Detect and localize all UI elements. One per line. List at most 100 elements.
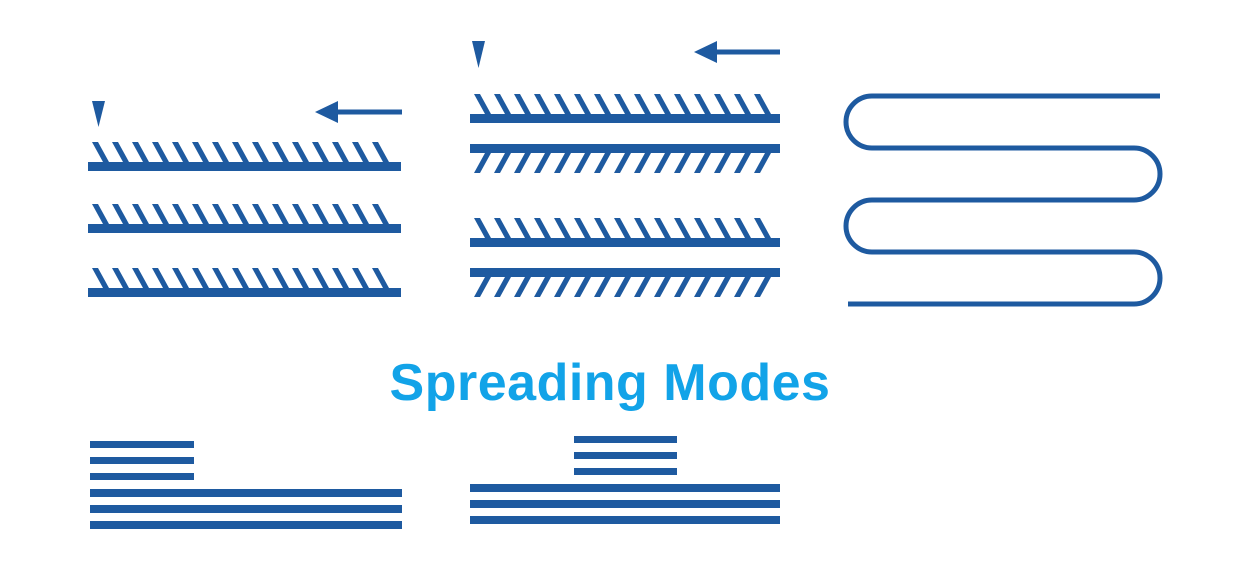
hatch-mark <box>694 218 711 238</box>
ply-base-bar <box>88 288 401 297</box>
hatch-mark <box>332 268 349 288</box>
hatch-mark <box>132 204 149 224</box>
hatch-mark <box>534 218 551 238</box>
hatch-mark <box>112 142 129 162</box>
hatch-mark <box>192 268 209 288</box>
ply-3 <box>470 218 780 247</box>
hatch-mark <box>754 94 771 114</box>
hatch-mark <box>614 153 631 173</box>
hatch-mark <box>674 218 691 238</box>
hatch-mark <box>734 94 751 114</box>
long-ply <box>90 489 402 497</box>
hatch-mark <box>554 153 571 173</box>
hatch-mark <box>192 142 209 162</box>
long-ply <box>90 521 402 529</box>
ply-3 <box>88 268 401 297</box>
start-marker-icon <box>472 41 485 68</box>
long-ply <box>90 505 402 513</box>
hatch-mark <box>554 218 571 238</box>
hatch-mark <box>312 142 329 162</box>
hatch-mark <box>514 277 531 297</box>
hatch-mark <box>574 277 591 297</box>
hatch-mark <box>694 94 711 114</box>
hatch-mark <box>92 204 109 224</box>
hatch-mark <box>574 153 591 173</box>
short-ply <box>90 441 194 448</box>
hatch-mark <box>594 94 611 114</box>
hatch-mark <box>92 142 109 162</box>
hatch-mark <box>754 153 771 173</box>
hatch-mark <box>352 142 369 162</box>
hatch-mark <box>574 94 591 114</box>
hatch-mark <box>494 277 511 297</box>
hatch-mark <box>292 142 309 162</box>
hatch-mark <box>574 218 591 238</box>
hatch-mark <box>132 142 149 162</box>
short-ply <box>90 457 194 464</box>
ply-base-bar <box>470 268 780 277</box>
zigzag-fabric-path <box>843 93 1163 307</box>
hatch-mark <box>474 218 491 238</box>
hatch-mark <box>494 153 511 173</box>
hatch-mark <box>754 218 771 238</box>
panel-face-to-face <box>470 41 780 297</box>
start-marker-icon <box>92 101 105 127</box>
hatch-mark <box>514 218 531 238</box>
hatch-mark <box>152 268 169 288</box>
hatch-mark <box>494 94 511 114</box>
hatch-mark <box>372 204 389 224</box>
hatch-mark <box>694 153 711 173</box>
hatch-mark <box>272 204 289 224</box>
panel-stepped-center <box>470 436 780 524</box>
hatch-mark <box>734 277 751 297</box>
hatch-mark <box>172 204 189 224</box>
short-ply <box>574 468 677 475</box>
diagram-title: Spreading Modes <box>389 354 831 412</box>
hatch-mark <box>554 94 571 114</box>
hatch-mark <box>252 204 269 224</box>
ply-base-bar <box>470 114 780 123</box>
hatch-mark <box>654 218 671 238</box>
hatch-mark <box>192 204 209 224</box>
long-ply <box>470 484 780 492</box>
hatch-mark <box>112 204 129 224</box>
hatch-mark <box>734 218 751 238</box>
hatch-mark <box>112 268 129 288</box>
hatch-mark <box>654 94 671 114</box>
panel-zigzag <box>843 93 1163 307</box>
ply-base-bar <box>88 162 401 171</box>
hatch-mark <box>514 153 531 173</box>
hatch-mark <box>92 268 109 288</box>
hatch-mark <box>474 94 491 114</box>
hatch-mark <box>534 277 551 297</box>
ply-base-bar <box>470 238 780 247</box>
hatch-mark <box>614 94 631 114</box>
hatch-mark <box>634 153 651 173</box>
hatch-mark <box>674 277 691 297</box>
hatch-mark <box>172 142 189 162</box>
hatch-mark <box>654 153 671 173</box>
hatch-mark <box>654 277 671 297</box>
hatch-mark <box>292 204 309 224</box>
short-ply <box>574 452 677 459</box>
hatch-mark <box>292 268 309 288</box>
hatch-mark <box>474 153 491 173</box>
hatch-mark <box>674 94 691 114</box>
hatch-mark <box>232 268 249 288</box>
ply-base-bar <box>470 144 780 153</box>
short-ply <box>90 473 194 480</box>
hatch-mark <box>714 153 731 173</box>
hatch-mark <box>594 153 611 173</box>
hatch-mark <box>714 94 731 114</box>
hatch-mark <box>634 277 651 297</box>
ply-2 <box>88 204 401 233</box>
long-ply <box>470 516 780 524</box>
hatch-mark <box>372 142 389 162</box>
hatch-mark <box>372 268 389 288</box>
hatch-mark <box>132 268 149 288</box>
hatch-mark <box>232 204 249 224</box>
hatch-mark <box>714 277 731 297</box>
hatch-mark <box>252 268 269 288</box>
hatch-mark <box>534 94 551 114</box>
panel-stepped-left <box>90 441 402 529</box>
